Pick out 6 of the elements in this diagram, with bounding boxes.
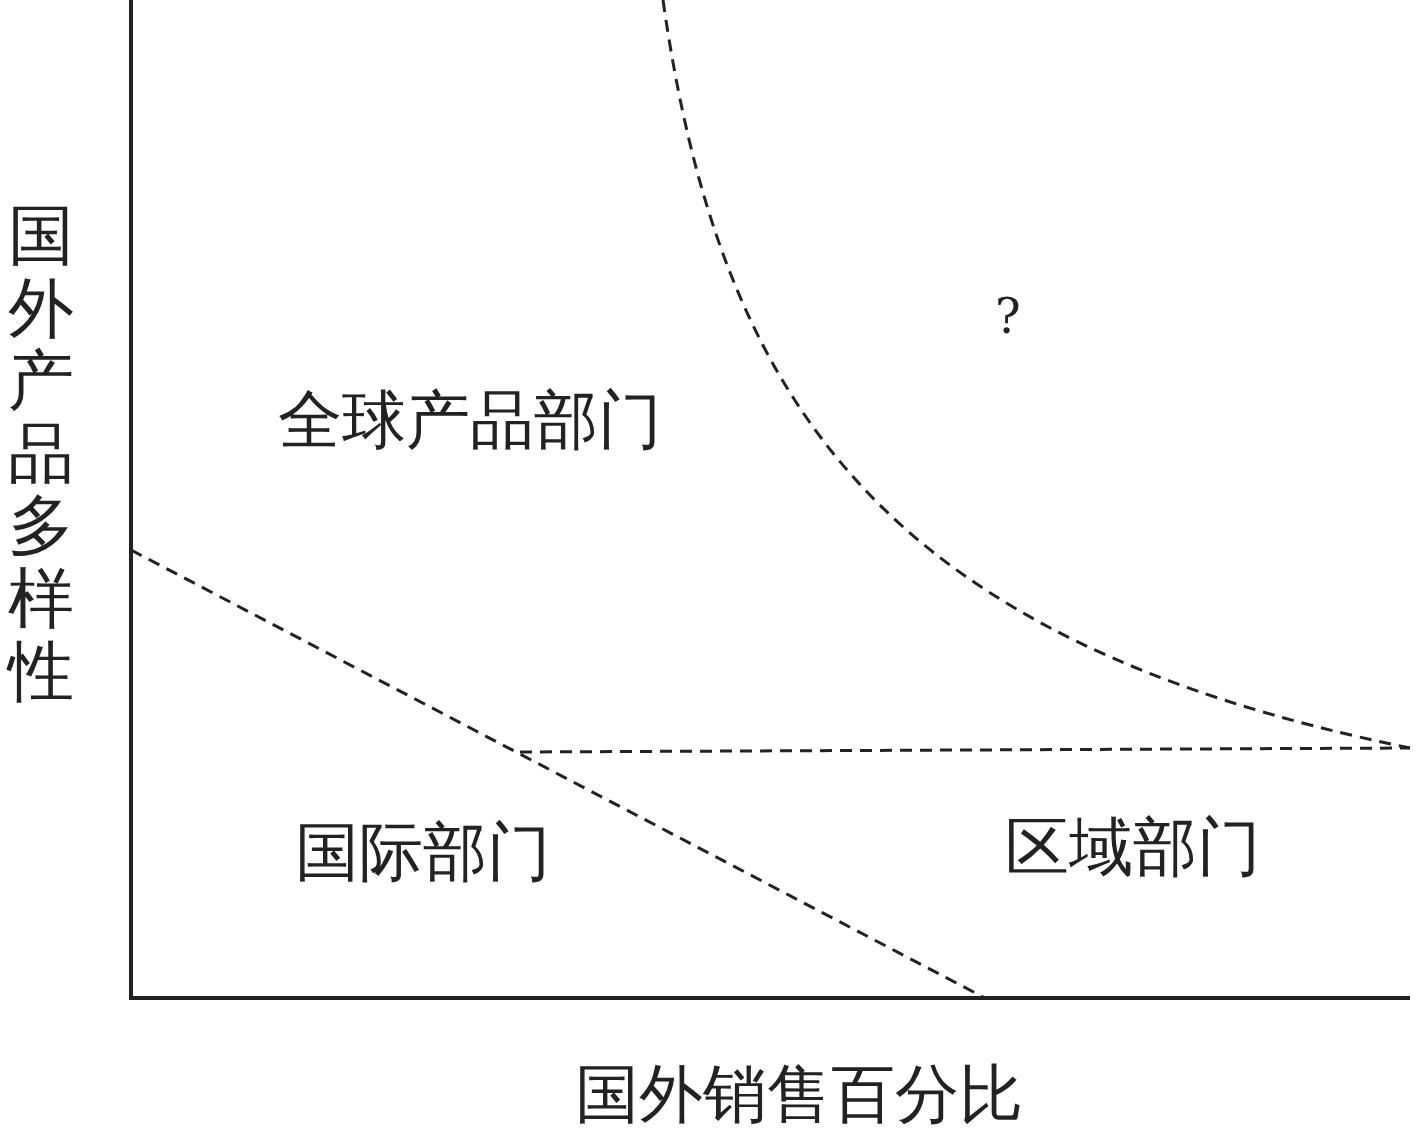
region-label: 国际部门 xyxy=(295,820,551,884)
region-label: 区域部门 xyxy=(1005,815,1261,879)
axis-title: 国外销售百分比 xyxy=(575,1062,1023,1126)
region-label: ? xyxy=(995,292,1021,340)
region-label: 全球产品部门 xyxy=(278,388,662,452)
axis-title: 国外产品多样性 xyxy=(8,200,75,709)
